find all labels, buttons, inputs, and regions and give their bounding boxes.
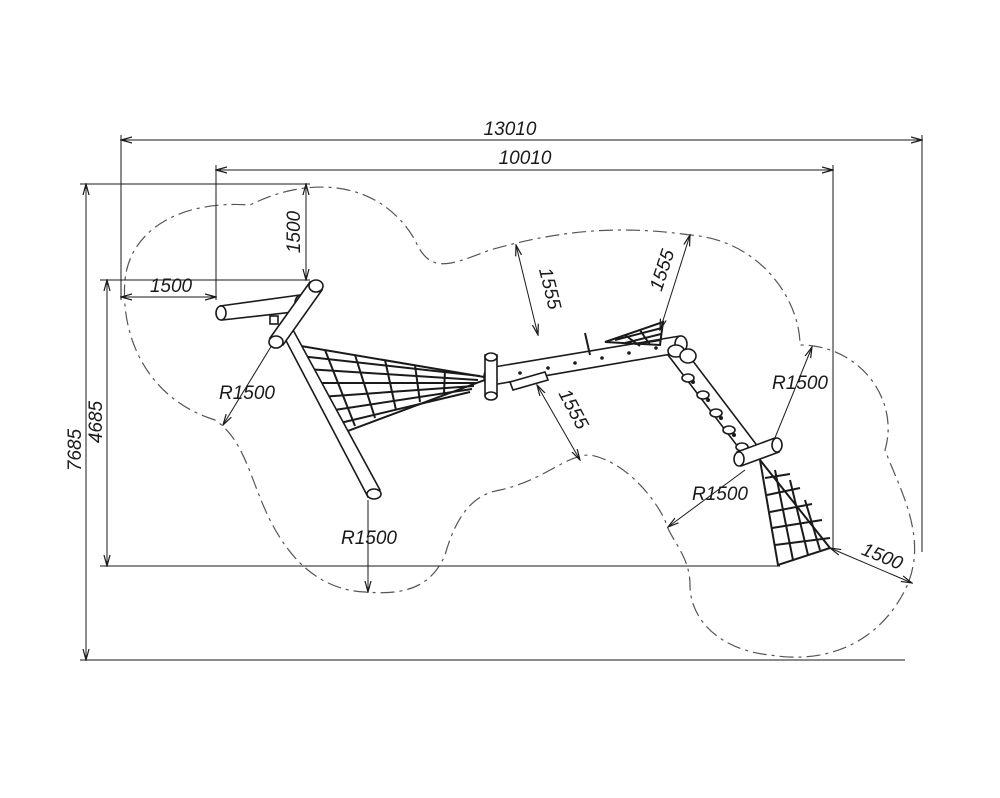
radius-left-leader — [223, 344, 273, 425]
dimension-clearance-left-label: 1500 — [150, 276, 193, 297]
dimension-offset-upper-left — [516, 245, 538, 335]
dimension-equipment-depth-label: 4685 — [86, 400, 107, 443]
radius-right-lower-leader — [668, 469, 746, 527]
left-cargo-net — [293, 343, 494, 434]
radius-right-upper-label: R1500 — [772, 373, 828, 394]
right-crossbar — [733, 436, 783, 468]
dimension-offset-lower — [537, 385, 580, 460]
safety-zone-outline — [123, 186, 916, 658]
dimension-overall-depth-label: 7685 — [65, 428, 86, 471]
radius-right-upper-leader — [769, 347, 812, 451]
dimension-offset-upper-right-label: 1555 — [646, 247, 679, 294]
radius-left-label: R1500 — [219, 383, 275, 404]
dimension-equipment-width-label: 10010 — [499, 148, 552, 169]
radius-bottom-label: R1500 — [341, 528, 397, 549]
dimension-offset-upper-left-label: 1555 — [534, 266, 565, 313]
beam-small-net — [584, 320, 665, 356]
dimension-offset-lower-label: 1555 — [554, 386, 593, 434]
dimension-clearance-right — [830, 548, 912, 583]
dimension-clearance-right-label: 1500 — [859, 539, 906, 574]
top-left-beams — [215, 279, 324, 349]
dimension-offset-upper-right — [660, 235, 690, 330]
radius-right-lower-label: R1500 — [692, 484, 748, 505]
left-post — [280, 326, 382, 500]
middle-balance-beam — [483, 335, 688, 401]
right-cargo-net — [759, 459, 832, 567]
dimension-overall-width-label: 13010 — [484, 119, 537, 140]
right-ladder-beam — [666, 344, 764, 462]
dimension-clearance-top-label: 1500 — [284, 210, 305, 253]
